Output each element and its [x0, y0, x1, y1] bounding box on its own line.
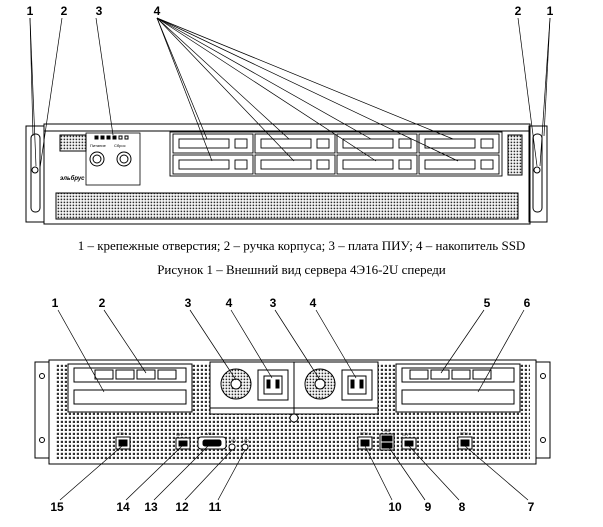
uid-led	[241, 443, 249, 451]
mount-hole-left	[31, 166, 39, 174]
ssd-tray-3	[336, 133, 418, 154]
reset-button	[116, 151, 132, 167]
callout-f2-5: 5	[484, 296, 491, 310]
callout-f2-12: 12	[175, 500, 189, 514]
front-vent-grille	[55, 192, 519, 220]
front-chassis	[43, 123, 531, 225]
rear-ear-right	[535, 361, 551, 459]
callout-f1-3: 3	[96, 4, 103, 18]
label-eth-right: ETH	[460, 431, 468, 436]
callout-f2-4a: 4	[226, 296, 233, 310]
label-uid-2: UID	[242, 438, 249, 443]
figure1-legend: 1 – крепежные отверстия; 2 – ручка корпу…	[77, 238, 526, 253]
callout-f2-13: 13	[144, 500, 158, 514]
callout-f2-11: 11	[209, 500, 222, 514]
front-view	[25, 123, 548, 225]
ssd-tray-2	[254, 133, 336, 154]
callout-f2-1: 1	[52, 296, 59, 310]
label-vga: VGA	[206, 431, 215, 436]
right-grille	[507, 134, 523, 176]
callout-f2-8: 8	[459, 500, 466, 514]
callout-f1-2a: 2	[61, 4, 68, 18]
label-eth-mid: ETH	[360, 431, 368, 436]
callout-f1-1b: 1	[547, 4, 554, 18]
callout-f1-4: 4	[154, 4, 161, 18]
label-eth-left: ETH	[118, 431, 126, 436]
ssd-tray-4	[418, 133, 500, 154]
network-card-ports-right	[409, 369, 492, 380]
leaders-f1	[29, 17, 551, 169]
rear-chassis	[48, 359, 537, 465]
power-label: Питание	[90, 143, 107, 148]
figure1-title: Рисунок 1 – Внешний вид сервера 4Э16-2U …	[157, 262, 446, 277]
ssd-tray-6	[254, 154, 336, 175]
brand-logo: эльбрус	[60, 175, 85, 182]
callout-f2-3a: 3	[185, 296, 192, 310]
label-sfp-right: SFP+	[402, 432, 413, 437]
callout-f1-2b: 2	[515, 4, 522, 18]
mount-hole-right	[533, 166, 541, 174]
rear-ear-left	[34, 361, 50, 459]
callout-f2-15: 15	[50, 500, 64, 514]
leaders-f2	[57, 309, 529, 501]
control-panel	[85, 132, 141, 186]
rear-view	[34, 359, 551, 465]
callout-f1-1a: 1	[27, 4, 34, 18]
ssd-bays	[169, 131, 503, 177]
ssd-tray-7	[336, 154, 418, 175]
callout-f2-14: 14	[116, 500, 130, 514]
callout-f2-7: 7	[528, 500, 535, 514]
power-button	[89, 151, 105, 167]
network-card-ports-left	[94, 369, 177, 380]
callout-f2-3b: 3	[270, 296, 277, 310]
handle-left	[30, 133, 41, 213]
label-usb: USB	[382, 428, 391, 433]
power-supply-2	[293, 361, 379, 415]
label-sfp-left: SFP+	[176, 432, 187, 437]
ssd-tray-5	[172, 154, 254, 175]
reset-label: Сброс	[114, 143, 126, 148]
ssd-tray-8	[418, 154, 500, 175]
callout-f2-10: 10	[388, 500, 402, 514]
uid-button	[228, 443, 236, 451]
power-supply-1	[209, 361, 295, 415]
label-uid-1: UID	[229, 438, 236, 443]
callout-f2-2: 2	[99, 296, 106, 310]
rack-ear-right	[528, 125, 548, 223]
callout-f2-6: 6	[524, 296, 531, 310]
ssd-tray-1	[172, 133, 254, 154]
left-grille	[59, 134, 87, 152]
callout-f2-9: 9	[425, 500, 432, 514]
callout-f2-4b: 4	[310, 296, 317, 310]
psu-release-screw	[289, 413, 299, 423]
handle-right	[532, 133, 543, 213]
pcie-blank-plate	[73, 389, 187, 405]
